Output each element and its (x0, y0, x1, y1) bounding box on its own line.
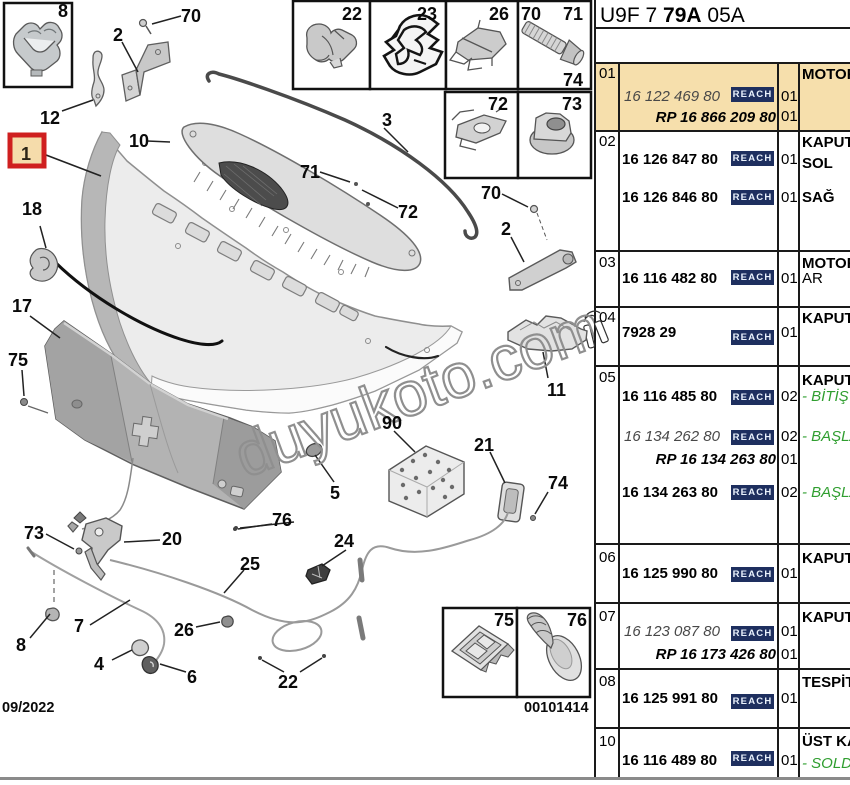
svg-text:24: 24 (334, 531, 354, 551)
svg-text:8: 8 (16, 635, 26, 655)
svg-text:71: 71 (563, 4, 583, 24)
svg-text:09/2022: 09/2022 (2, 700, 54, 716)
svg-text:23: 23 (417, 4, 437, 24)
svg-text:73: 73 (562, 94, 582, 114)
svg-text:10: 10 (129, 131, 149, 151)
svg-text:12: 12 (40, 108, 60, 128)
svg-text:6: 6 (187, 667, 197, 687)
svg-text:76: 76 (272, 510, 292, 530)
svg-text:22: 22 (278, 672, 298, 692)
svg-text:1: 1 (21, 144, 31, 164)
svg-text:22: 22 (342, 4, 362, 24)
svg-text:73: 73 (24, 523, 44, 543)
svg-text:71: 71 (300, 162, 320, 182)
svg-text:8: 8 (58, 1, 68, 21)
svg-text:74: 74 (563, 70, 583, 90)
svg-text:72: 72 (488, 94, 508, 114)
svg-text:74: 74 (548, 473, 568, 493)
svg-text:00101414: 00101414 (524, 700, 589, 716)
svg-text:26: 26 (174, 620, 194, 640)
svg-text:70: 70 (181, 6, 201, 26)
svg-text:75: 75 (8, 350, 28, 370)
svg-text:3: 3 (382, 110, 392, 130)
svg-text:5: 5 (330, 483, 340, 503)
svg-text:76: 76 (567, 610, 587, 630)
svg-text:25: 25 (240, 554, 260, 574)
svg-text:90: 90 (382, 413, 402, 433)
svg-text:72: 72 (398, 202, 418, 222)
svg-text:18: 18 (22, 199, 42, 219)
svg-text:75: 75 (494, 610, 514, 630)
svg-text:4: 4 (94, 654, 104, 674)
svg-text:20: 20 (162, 529, 182, 549)
svg-text:17: 17 (12, 296, 32, 316)
svg-text:11: 11 (547, 380, 566, 400)
svg-text:26: 26 (489, 4, 509, 24)
svg-text:2: 2 (113, 25, 123, 45)
svg-text:2: 2 (501, 219, 511, 239)
svg-text:7: 7 (74, 616, 84, 636)
svg-text:21: 21 (474, 435, 494, 455)
svg-text:70: 70 (481, 183, 501, 203)
svg-text:70: 70 (521, 4, 541, 24)
